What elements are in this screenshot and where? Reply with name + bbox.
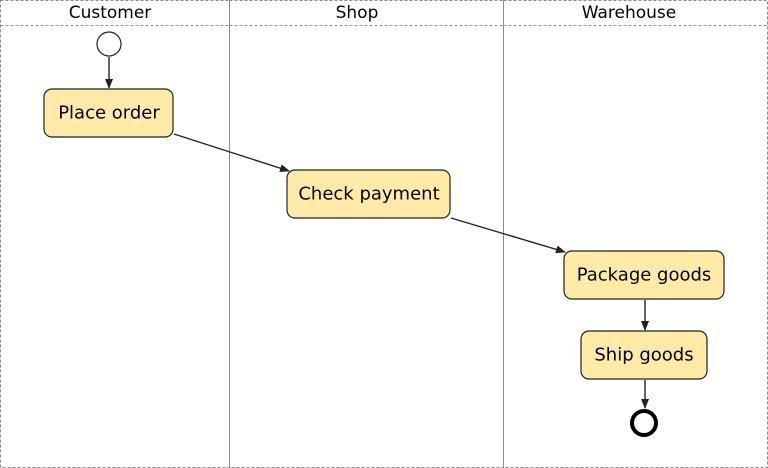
action-check-payment: Check payment [286,169,451,219]
swimlane-header-shop: Shop [336,3,379,23]
swimlane-warehouse: Warehouse [503,0,768,468]
flow-check-payment-to-package-goods [450,217,566,254]
swimlane-header-warehouse: Warehouse [582,3,676,23]
flow-place-order-to-check-payment [173,133,290,173]
action-label-ship-goods: Ship goods [594,345,693,366]
swimlane-shop: Shop [229,0,504,468]
action-ship-goods: Ship goods [580,330,708,380]
action-label-package-goods: Package goods [577,265,712,286]
swimlane-customer: Customer [0,0,230,468]
start-node [96,31,122,57]
swimlane-header-customer: Customer [69,3,152,23]
action-label-check-payment: Check payment [298,184,439,205]
end-node [630,409,658,437]
action-package-goods: Package goods [563,250,725,300]
action-place-order: Place order [43,88,174,138]
action-label-place-order: Place order [58,103,160,124]
